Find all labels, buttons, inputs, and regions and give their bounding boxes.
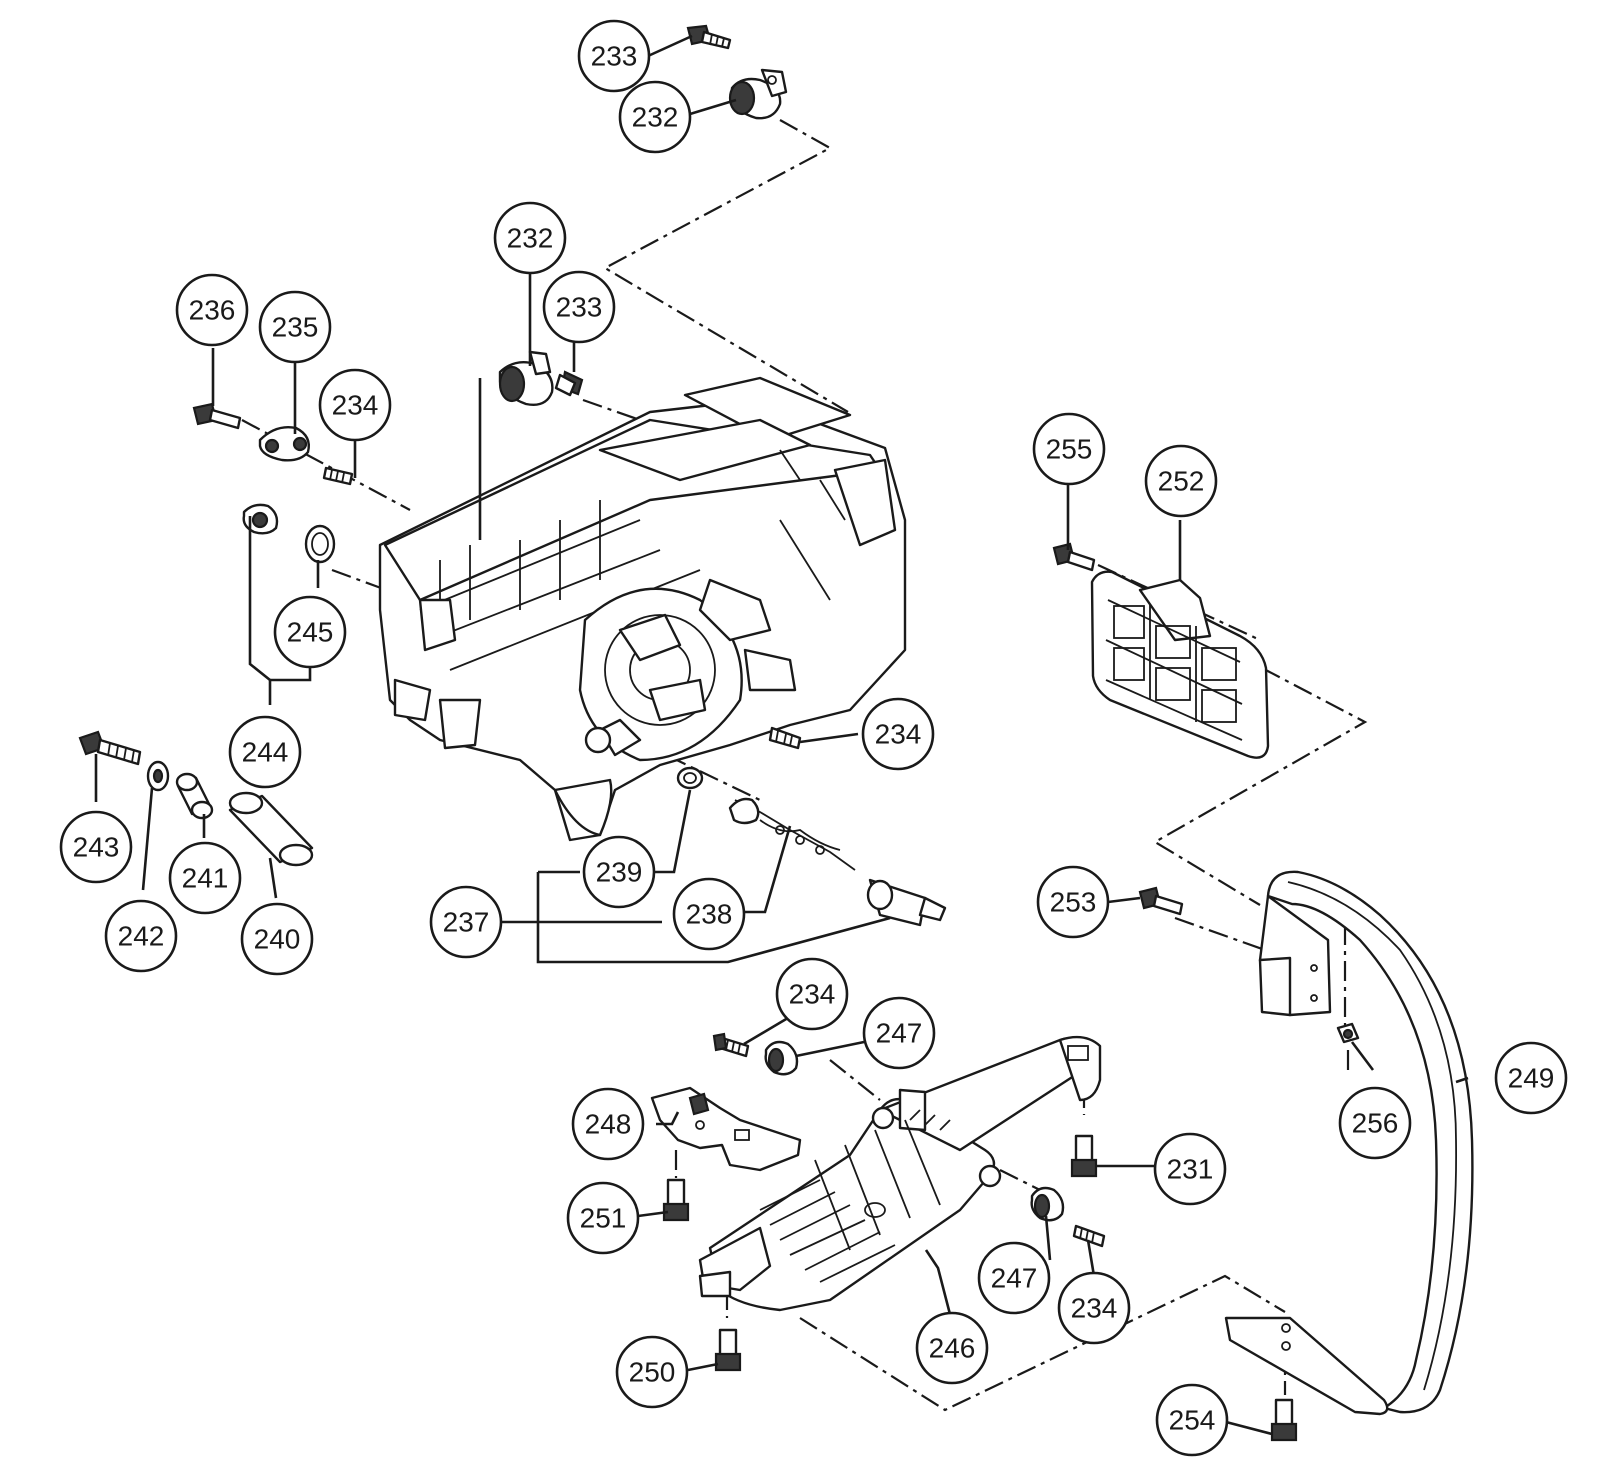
callout-label: 247 (991, 1263, 1038, 1294)
screw-251 (662, 1178, 690, 1222)
leader-lines (94, 34, 1469, 1436)
callout-label: 253 (1050, 887, 1097, 918)
callout-label: 233 (591, 41, 638, 72)
callout-label: 252 (1158, 466, 1205, 497)
sleeve-240 (228, 791, 314, 867)
callout-250: 250 (615, 1335, 689, 1409)
callout-252: 252 (1144, 444, 1218, 518)
callout-label: 234 (789, 979, 836, 1010)
screw-231 (1070, 1134, 1098, 1178)
callout-244: 244 (228, 715, 302, 789)
callout-label: 254 (1169, 1405, 1216, 1436)
callout-247: 247 (977, 1241, 1051, 1315)
mount-247-lower (1030, 1186, 1065, 1222)
bolt-243 (78, 730, 142, 766)
callout-236: 236 (175, 273, 249, 347)
callout-label: 236 (189, 295, 236, 326)
callout-label: 250 (629, 1357, 676, 1388)
callout-label: 244 (242, 737, 289, 768)
part-235 (258, 426, 310, 462)
callout-label: 255 (1046, 434, 1093, 465)
screw-255 (1052, 542, 1096, 572)
screw-234-right (768, 726, 802, 750)
callout-231: 231 (1153, 1132, 1227, 1206)
callout-label: 251 (580, 1203, 627, 1234)
oring-245 (304, 524, 336, 564)
callout-label: 242 (118, 921, 165, 952)
screw-250 (714, 1328, 742, 1372)
callout-label: 238 (686, 899, 733, 930)
callout-label: 248 (585, 1109, 632, 1140)
callout-234: 234 (318, 368, 392, 442)
callout-label: 241 (182, 863, 229, 894)
callout-label: 234 (332, 390, 379, 421)
callout-label: 234 (875, 719, 922, 750)
mount-232-middle (498, 350, 554, 406)
nut-256 (1336, 1022, 1360, 1044)
bushing-241 (175, 772, 214, 820)
screw-233-top (686, 24, 732, 50)
callout-label: 249 (1508, 1063, 1555, 1094)
callout-232: 232 (618, 80, 692, 154)
callout-label: 239 (596, 857, 643, 888)
callout-243: 243 (59, 810, 133, 884)
callout-label: 247 (876, 1018, 923, 1049)
callout-237: 237 (429, 885, 503, 959)
callout-233: 233 (577, 19, 651, 93)
callout-242: 242 (104, 899, 178, 973)
mount-232-top (728, 68, 788, 120)
callout-249: 249 (1494, 1041, 1568, 1115)
callout-label: 232 (632, 102, 679, 133)
callout-label: 256 (1352, 1108, 1399, 1139)
crankcase-body (378, 376, 907, 842)
callout-239: 239 (582, 835, 656, 909)
screw-233-middle (554, 370, 584, 397)
callout-label: 240 (254, 924, 301, 955)
handle-bar-249 (1224, 870, 1474, 1416)
screw-253 (1138, 886, 1184, 916)
callout-label: 234 (1071, 1293, 1118, 1324)
screw-236 (192, 402, 242, 430)
callout-253: 253 (1036, 865, 1110, 939)
callout-238: 238 (672, 877, 746, 951)
callout-248: 248 (571, 1087, 645, 1161)
callout-label: 231 (1167, 1154, 1214, 1185)
callout-245: 245 (273, 595, 347, 669)
screw-254 (1270, 1398, 1298, 1442)
callout-240: 240 (240, 902, 314, 976)
guard-plate-252 (1090, 570, 1270, 759)
assembly-238 (728, 797, 947, 927)
bracket-248 (650, 1086, 802, 1172)
callout-label: 237 (443, 907, 490, 938)
nut-244 (242, 503, 279, 535)
callout-247: 247 (862, 996, 936, 1070)
bottom-plate-246 (698, 1035, 1102, 1312)
washer-242 (146, 760, 170, 792)
callout-234: 234 (1057, 1271, 1131, 1345)
callout-label: 246 (929, 1333, 976, 1364)
callout-251: 251 (566, 1181, 640, 1255)
callout-234: 234 (775, 957, 849, 1031)
screw-234-lower-right (1072, 1224, 1106, 1248)
screw-234-left (322, 466, 354, 486)
callout-232: 232 (493, 201, 567, 275)
callout-233: 233 (542, 270, 616, 344)
callout-235: 235 (258, 290, 332, 364)
oring-239 (676, 766, 704, 790)
screw-234-lower-left (712, 1032, 750, 1058)
callout-246: 246 (915, 1311, 989, 1385)
callout-255: 255 (1032, 412, 1106, 486)
callout-label: 245 (287, 617, 334, 648)
callout-256: 256 (1338, 1086, 1412, 1160)
callout-label: 243 (73, 832, 120, 863)
callout-label: 232 (507, 223, 554, 254)
callout-234: 234 (861, 697, 935, 771)
mount-247-upper (764, 1040, 799, 1076)
callout-label: 233 (556, 292, 603, 323)
callout-254: 254 (1155, 1383, 1229, 1457)
callout-241: 241 (168, 841, 242, 915)
callout-label: 235 (272, 312, 319, 343)
